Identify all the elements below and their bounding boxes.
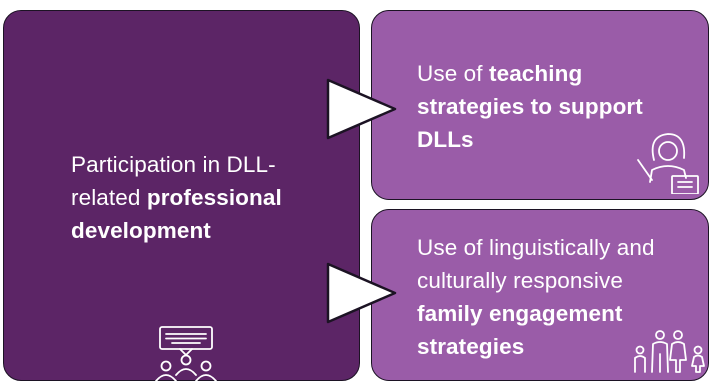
top-line-1-bold: teaching [488,61,583,86]
teaching-strategies-text: Use of teaching strategies to support DL… [417,57,707,156]
professional-development-text: Participation in DLL- related profession… [71,148,341,247]
teaching-strategies-box: Use of teaching strategies to support DL… [371,10,709,200]
bottom-line-1: Use of linguistically and [417,235,655,260]
family-icon [634,330,705,373]
teacher-icon [637,133,699,194]
bottom-line-2: culturally responsive [417,268,623,293]
bottom-line-4-bold: strategies [417,334,525,359]
family-engagement-text: Use of linguistically and culturally res… [417,231,707,363]
left-line-2-bold: professional [146,185,282,210]
left-line-2-plain: related [71,185,147,210]
bottom-line-3-bold: family engagement [417,301,623,326]
family-engagement-box: Use of linguistically and culturally res… [371,209,709,381]
top-line-1-plain: Use of [417,61,489,86]
professional-development-box: Participation in DLL- related profession… [3,10,360,382]
top-line-2-bold: strategies to support [417,94,643,119]
left-line-1: Participation in DLL- [71,152,276,177]
arrow-to-family-icon [326,262,397,324]
arrow-to-teaching-icon [326,78,397,140]
top-line-3-bold: DLLs [417,127,474,152]
group-discussion-icon [155,326,217,382]
left-line-3-bold: development [71,218,211,243]
